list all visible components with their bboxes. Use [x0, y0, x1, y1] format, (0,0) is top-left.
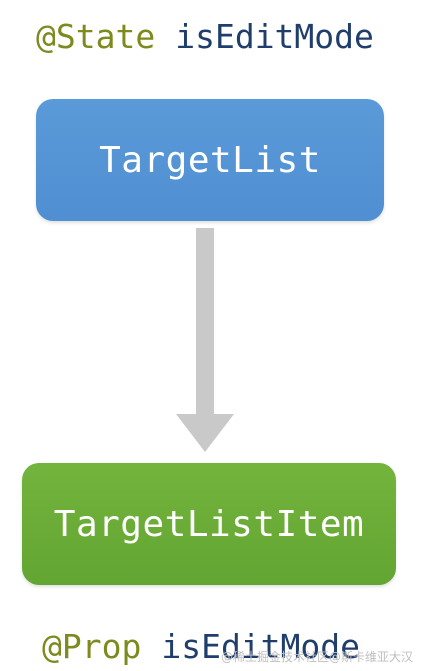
state-property-name: isEditMode	[175, 17, 374, 56]
state-annotation: @State isEditMode	[36, 20, 374, 53]
target-list-item-label: TargetListItem	[53, 503, 365, 545]
arrow-shaft	[196, 228, 214, 416]
target-list-item-box: TargetListItem	[22, 463, 396, 585]
watermark: @稀土掘金技术社区@斯卡维亚大汉	[220, 650, 413, 664]
prop-decorator: @Prop	[42, 627, 142, 666]
state-decorator: @State	[36, 17, 156, 56]
target-list-label: TargetList	[99, 139, 321, 181]
prop-annotation: @Prop isEditMode	[42, 630, 360, 663]
down-arrow-icon	[176, 228, 234, 452]
prop-property-name: isEditMode	[161, 627, 361, 666]
arrow-head	[176, 414, 234, 452]
target-list-box: TargetList	[36, 99, 384, 221]
